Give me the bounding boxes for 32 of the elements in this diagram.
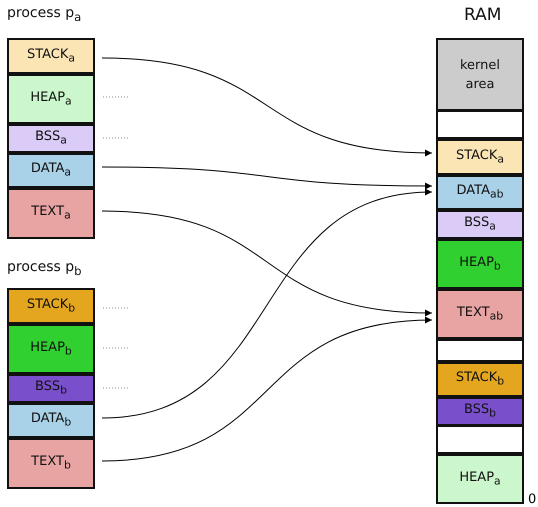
memory-segment: DATA$_{ab}$ xyxy=(436,175,524,210)
memory-segment: HEAP$_{b}$ xyxy=(436,239,524,289)
memory-segment: DATA$_{a}$ xyxy=(7,153,95,188)
memory-segment: HEAP$_{a}$ xyxy=(7,74,95,124)
memory-segment: HEAP$_{a}$ xyxy=(436,454,524,504)
free-memory-block xyxy=(436,110,524,139)
arrow xyxy=(102,166,432,190)
arrow xyxy=(102,58,432,156)
column-heading: RAM xyxy=(464,5,502,25)
memory-segment: BSS$_{b}$ xyxy=(7,374,95,403)
memory-layout-column xyxy=(436,5,524,504)
address-label: 0 xyxy=(528,492,536,507)
memory-segment: STACK$_{b}$ xyxy=(7,288,95,324)
memory-segment: STACK$_{b}$ xyxy=(436,362,524,397)
memory-segment: STACK$_{a}$ xyxy=(436,139,524,175)
column-heading: process p$_{b}$ xyxy=(7,259,82,278)
memory-segment: kernel area xyxy=(436,38,524,111)
memory-segment: BSS$_{a}$ xyxy=(436,210,524,239)
memory-segment: BSS$_{a}$ xyxy=(7,124,95,153)
arrow xyxy=(102,316,432,462)
memory-segment: TEXT$_{a}$ xyxy=(7,188,95,239)
free-memory-block xyxy=(436,339,524,362)
memory-segment: DATA$_{b}$ xyxy=(7,403,95,438)
arrow xyxy=(102,189,432,418)
memory-segment: STACK$_{a}$ xyxy=(7,38,95,74)
column-heading: process p$_{a}$ xyxy=(7,5,82,24)
arrow xyxy=(102,210,432,316)
memory-segment: HEAP$_{b}$ xyxy=(7,324,95,374)
memory-segment: BSS$_{b}$ xyxy=(436,397,524,426)
free-memory-block xyxy=(436,425,524,454)
memory-segment: TEXT$_{ab}$ xyxy=(436,289,524,339)
memory-segment: TEXT$_{b}$ xyxy=(7,438,95,489)
